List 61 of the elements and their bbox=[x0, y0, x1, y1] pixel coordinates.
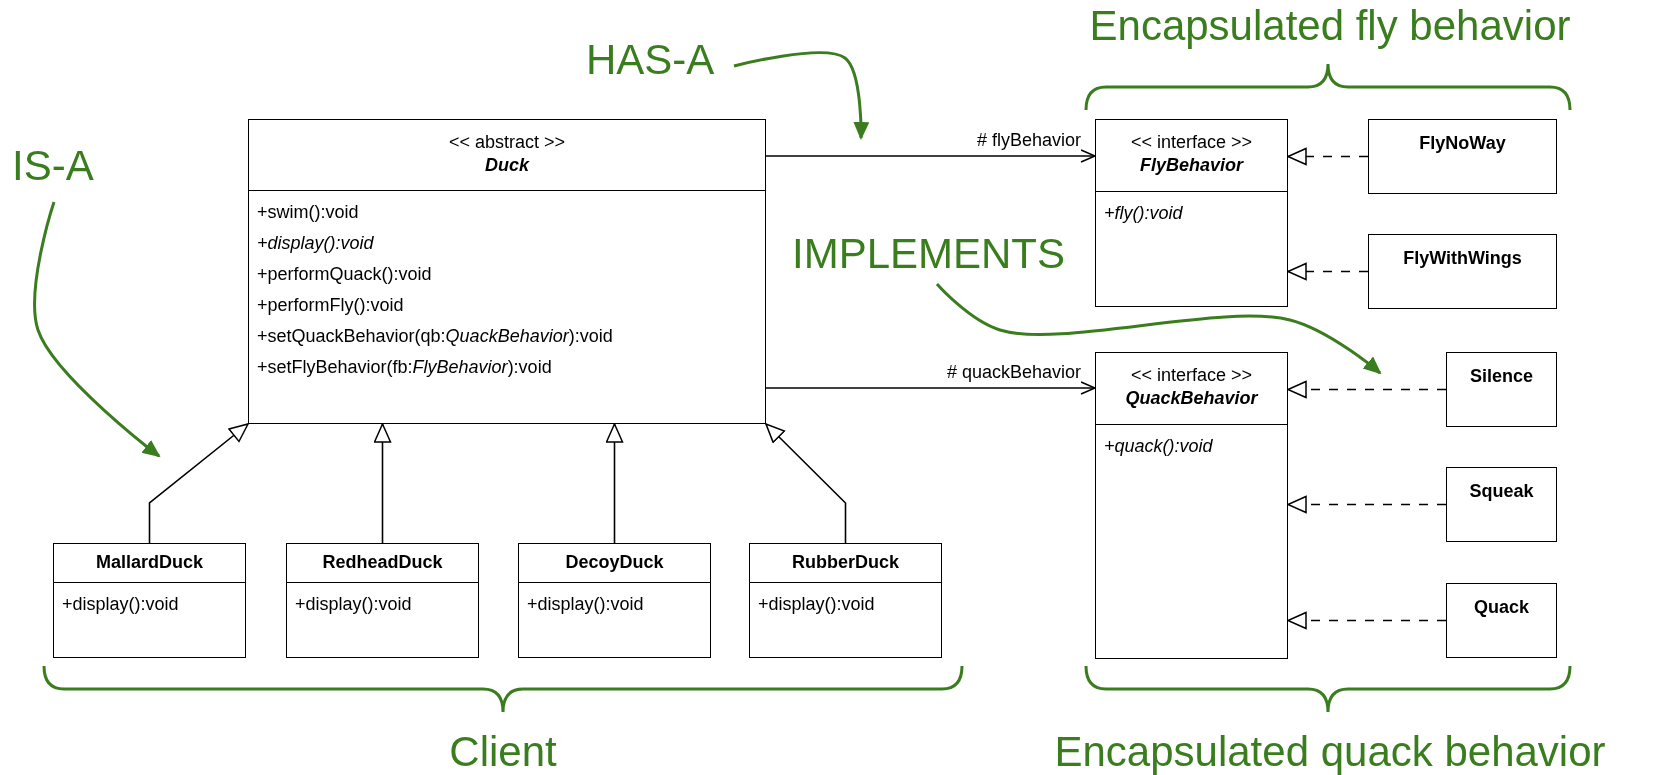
stereotype-label: << interface >> bbox=[1130, 131, 1253, 154]
association-arrow bbox=[765, 149, 1096, 163]
edge-label: # quackBehavior bbox=[946, 362, 1081, 383]
class-box bbox=[1095, 352, 1288, 659]
class-box bbox=[1446, 352, 1557, 427]
class-name: RedheadDuck bbox=[322, 551, 443, 574]
method-signature: +swim():void bbox=[257, 201, 359, 224]
class-name: DecoyDuck bbox=[565, 551, 664, 574]
class-name: Squeak bbox=[1469, 480, 1534, 503]
annotation-arrow bbox=[935, 283, 1382, 375]
method-signature: +display():void bbox=[62, 593, 179, 616]
group-label: Encapsulated fly behavior bbox=[1089, 2, 1571, 50]
class-name: RubberDuck bbox=[792, 551, 899, 574]
annotation-text: IMPLEMENTS bbox=[792, 230, 1066, 278]
realization-arrow bbox=[1287, 262, 1369, 281]
method-signature: +display():void bbox=[257, 232, 374, 255]
annotation-text: HAS-A bbox=[586, 36, 715, 84]
method-signature: +fly():void bbox=[1104, 202, 1183, 225]
method-signature: +display():void bbox=[758, 593, 875, 616]
inheritance-arrow bbox=[605, 423, 624, 544]
edge-label: # flyBehavior bbox=[976, 130, 1081, 151]
class-name: Silence bbox=[1469, 365, 1533, 388]
class-box bbox=[53, 543, 246, 658]
class-name: MallardDuck bbox=[95, 551, 203, 574]
annotation-arrow bbox=[33, 201, 161, 458]
stereotype-label: << abstract >> bbox=[448, 131, 566, 154]
class-box bbox=[518, 543, 711, 658]
method-signature: +display():void bbox=[295, 593, 412, 616]
method-signature: +display():void bbox=[527, 593, 644, 616]
class-name: Duck bbox=[485, 154, 529, 177]
class-box bbox=[1368, 119, 1557, 194]
method-signature: +quack():void bbox=[1104, 435, 1213, 458]
realization-arrow bbox=[1287, 380, 1447, 399]
method-signature: +setQuackBehavior(qb:QuackBehavior):void bbox=[257, 325, 613, 348]
method-signature: +performFly():void bbox=[257, 294, 404, 317]
realization-arrow bbox=[1287, 495, 1447, 514]
realization-arrow bbox=[1287, 611, 1447, 630]
class-box bbox=[1095, 119, 1288, 307]
class-box bbox=[749, 543, 942, 658]
class-box bbox=[248, 119, 766, 424]
annotation-arrow bbox=[733, 51, 870, 140]
stereotype-label: << interface >> bbox=[1130, 364, 1253, 387]
group-label: Client bbox=[449, 728, 557, 775]
class-box bbox=[1368, 234, 1557, 309]
class-name: FlyWithWings bbox=[1403, 247, 1522, 270]
class-name: Quack bbox=[1474, 596, 1529, 619]
class-box bbox=[1446, 583, 1557, 658]
realization-arrow bbox=[1287, 147, 1369, 166]
method-signature: +setFlyBehavior(fb:FlyBehavior):void bbox=[257, 356, 552, 379]
inheritance-arrow bbox=[765, 423, 847, 544]
inheritance-arrow bbox=[373, 423, 392, 544]
class-name: FlyNoWay bbox=[1419, 132, 1506, 155]
class-box bbox=[1446, 467, 1557, 542]
group-label: Encapsulated quack behavior bbox=[1054, 728, 1606, 775]
class-box bbox=[286, 543, 479, 658]
annotation-text: IS-A bbox=[12, 142, 94, 190]
association-arrow bbox=[765, 381, 1096, 395]
inheritance-arrow bbox=[148, 423, 249, 544]
method-signature: +performQuack():void bbox=[257, 263, 432, 286]
class-name: QuackBehavior bbox=[1125, 387, 1258, 410]
class-name: FlyBehavior bbox=[1139, 154, 1243, 177]
